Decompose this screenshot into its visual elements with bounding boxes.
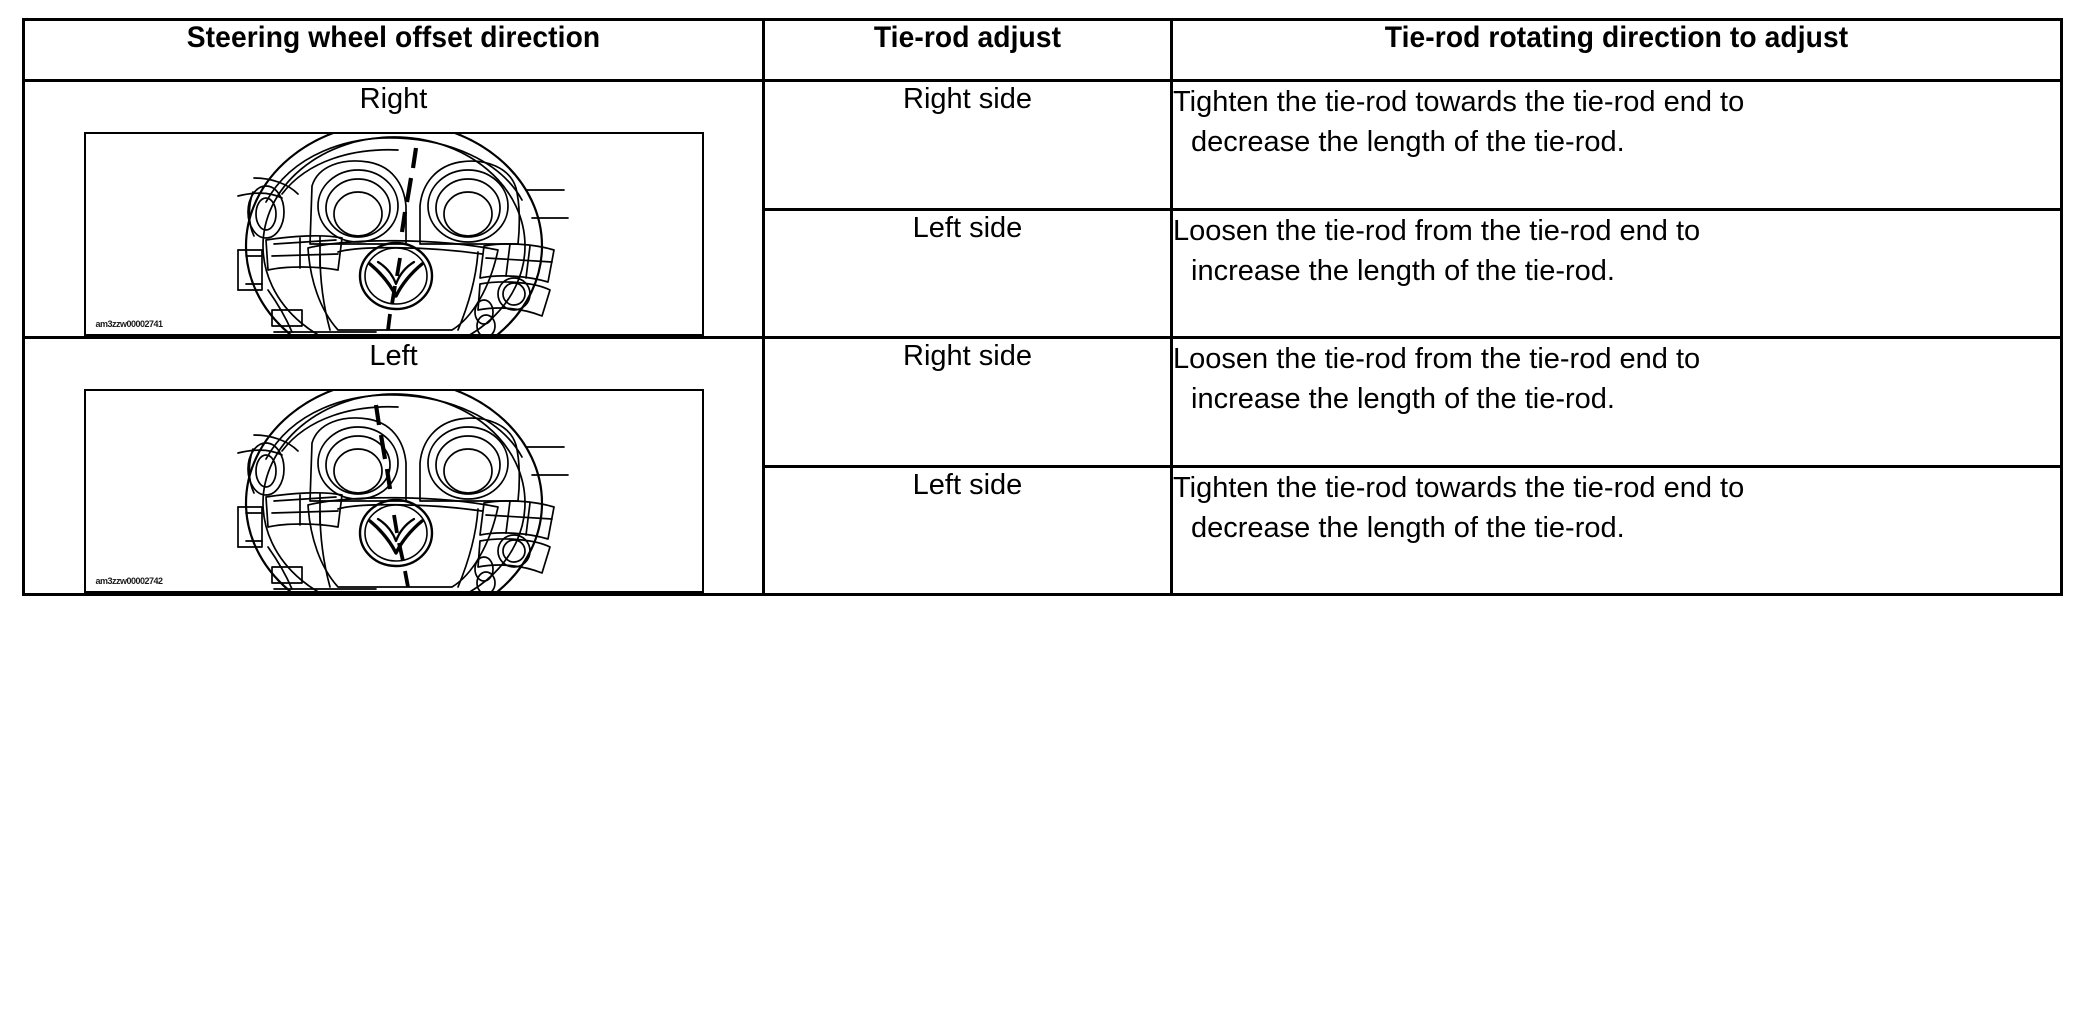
side-label: Left side (912, 211, 1023, 244)
header-cell-tie-rod-rotating-direction: Tie-rod rotating direction to adjust (1170, 18, 2063, 82)
table-row: Left side Loosen the tie-rod from the ti… (24, 207, 2063, 339)
figure-code-left: am3zzw00002742 (95, 576, 164, 586)
table-row: Left side Tighten the tie-rod towards th… (24, 464, 2063, 596)
steering-wheel-figure-left: am3zzw00002742 (83, 389, 704, 593)
instruction-line-2: increase the length of the tie-rod. (1191, 383, 1615, 415)
steering-wheel-figure-right: am3zzw00002741 (83, 132, 704, 336)
header-steering-wheel-offset-direction: Steering wheel offset direction (186, 21, 601, 54)
table-header-row: Steering wheel offset direction Tie-rod … (22, 18, 2063, 82)
header-tie-rod-adjust: Tie-rod adjust (873, 21, 1062, 54)
instruction-line-2: decrease the length of the tie-rod. (1191, 126, 1625, 158)
side-label: Right side (903, 340, 1032, 372)
instruction-line-1: Tighten the tie-rod towards the tie-rod … (1173, 471, 1745, 504)
side-cell-right-group-right-side: Right side (762, 79, 1173, 211)
instruction-line-2: increase the length of the tie-rod. (1191, 254, 1615, 287)
side-cell-left-group-right-side: Right side (762, 336, 1173, 468)
figure-code-right: am3zzw00002741 (95, 319, 164, 329)
instruction-cell-right-group-left-side: Loosen the tie-rod from the tie-rod end … (1170, 207, 2063, 339)
side-label: Left side (912, 468, 1023, 501)
header-cell-tie-rod-adjust: Tie-rod adjust (762, 18, 1173, 82)
direction-label-left: Left (369, 340, 418, 372)
side-cell-left-group-left-side: Left side (762, 464, 1173, 596)
table-row: Right (22, 79, 2063, 339)
header-cell-steering-wheel-offset-direction: Steering wheel offset direction (22, 18, 765, 82)
side-cell-right-group-left-side: Left side (762, 207, 1173, 339)
side-label: Right side (903, 83, 1032, 115)
instruction-line-1: Loosen the tie-rod from the tie-rod end … (1173, 343, 1701, 375)
tie-rod-adjustment-table: Steering wheel offset direction Tie-rod … (22, 18, 2063, 596)
instruction-text: Loosen the tie-rod from the tie-rod end … (1155, 339, 2060, 419)
instruction-cell-right-group-right-side: Tighten the tie-rod towards the tie-rod … (1170, 79, 2063, 211)
instruction-text: Loosen the tie-rod from the tie-rod end … (1155, 211, 2060, 291)
direction-cell-left: Left (22, 336, 765, 596)
direction-label-right: Right (359, 83, 428, 115)
instruction-text: Tighten the tie-rod towards the tie-rod … (1155, 468, 2060, 548)
instruction-line-1: Loosen the tie-rod from the tie-rod end … (1173, 214, 1701, 247)
table-row: Left (22, 336, 2063, 596)
instruction-text: Tighten the tie-rod towards the tie-rod … (1155, 82, 2060, 162)
instruction-line-2: decrease the length of the tie-rod. (1191, 511, 1625, 544)
instruction-line-1: Tighten the tie-rod towards the tie-rod … (1173, 86, 1745, 118)
direction-cell-right: Right (22, 79, 765, 339)
instruction-cell-left-group-left-side: Tighten the tie-rod towards the tie-rod … (1170, 464, 2063, 596)
instruction-cell-left-group-right-side: Loosen the tie-rod from the tie-rod end … (1170, 336, 2063, 468)
header-tie-rod-rotating-direction: Tie-rod rotating direction to adjust (1384, 21, 1849, 54)
